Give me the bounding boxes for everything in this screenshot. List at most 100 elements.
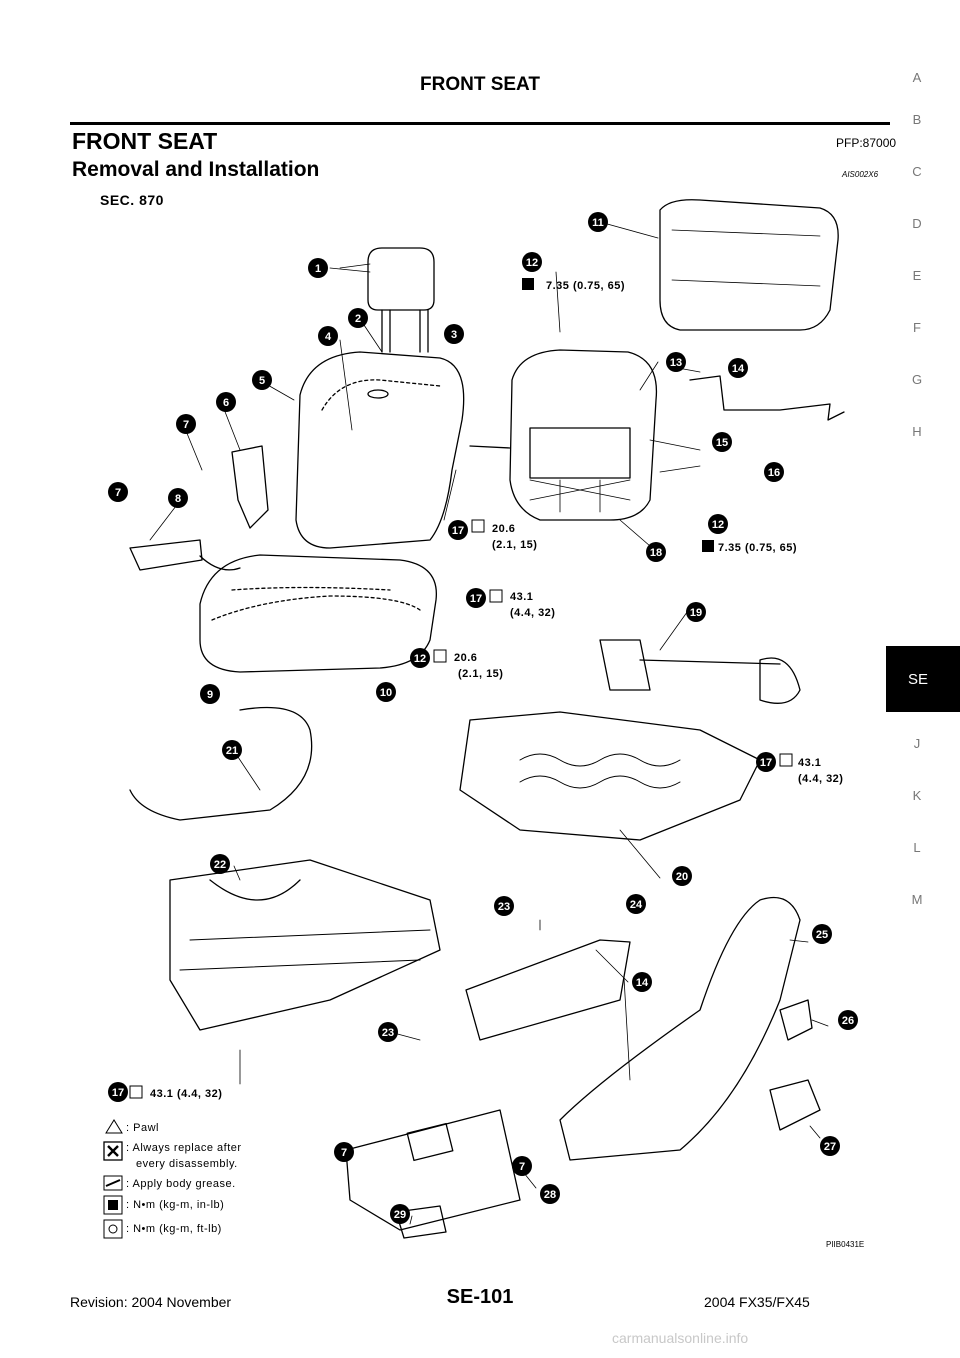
callout-19: 19 (686, 602, 706, 622)
callout-12: 12 (522, 252, 542, 272)
lower-rail-drawing (169, 859, 441, 1031)
index-letter-m[interactable]: M (911, 892, 923, 907)
index-letter-f[interactable]: F (913, 320, 921, 335)
legend-text-5: : N•m (kg-m, ft-lb) (126, 1223, 222, 1235)
replace-icon (103, 1141, 123, 1161)
model-text: 2004 FX35/FX45 (704, 1294, 810, 1310)
index-letter-k[interactable]: K (912, 788, 922, 803)
svg-text:17: 17 (452, 525, 464, 537)
callout-27: 27 (820, 1136, 840, 1156)
svg-text:4: 4 (325, 331, 332, 343)
callout-17: 17 (756, 752, 776, 772)
callout-13: 13 (666, 352, 686, 372)
svg-text:12: 12 (526, 257, 538, 269)
callout-16: 16 (764, 462, 784, 482)
section-index: A B C D E F G H SE J K L M (886, 70, 960, 970)
callout-20: 20 (672, 866, 692, 886)
svg-text:28: 28 (544, 1189, 556, 1201)
callout-12: 12 (410, 648, 430, 668)
index-letter-l[interactable]: L (913, 840, 921, 855)
back-board-drawing (659, 199, 839, 331)
lumbar-support-drawing (689, 375, 845, 421)
callout-25: 25 (812, 924, 832, 944)
index-letter-g[interactable]: G (911, 372, 923, 387)
index-letter-b[interactable]: B (912, 112, 922, 127)
svg-text:7: 7 (183, 419, 189, 431)
svg-text:12: 12 (712, 519, 724, 531)
torque-label-4a: 43.1 (510, 591, 533, 603)
torque-ftlb-icon (103, 1219, 123, 1239)
legend-text-2b: every disassembly. (136, 1158, 238, 1170)
figure-code: PIIB0431E (826, 1240, 865, 1249)
watermark-text: carmanualsonline.info (612, 1330, 749, 1346)
callout-2: 2 (348, 308, 368, 328)
svg-text:27: 27 (824, 1141, 836, 1153)
callout-17: 17 (466, 588, 486, 608)
callout-6: 6 (216, 392, 236, 412)
svg-text:3: 3 (451, 329, 457, 341)
cover-drawing (345, 1109, 521, 1231)
svg-text:24: 24 (630, 899, 643, 911)
header-divider (70, 122, 890, 125)
callout-7: 7 (334, 1142, 354, 1162)
svg-text:21: 21 (226, 745, 238, 757)
torque-label-7: 43.1 (4.4, 32) (150, 1088, 222, 1100)
svg-text:19: 19 (690, 607, 702, 619)
callout-23: 23 (494, 896, 514, 916)
svg-text:16: 16 (768, 467, 780, 479)
torque-label-6b: (4.4, 32) (798, 773, 843, 785)
callout-11: 11 (588, 212, 608, 232)
svg-text:14: 14 (732, 363, 745, 375)
svg-text:22: 22 (214, 859, 226, 871)
callout-28: 28 (540, 1184, 560, 1204)
legend: : Pawl : Always replace after every disa… (103, 1119, 241, 1239)
section-title: FRONT SEAT (72, 128, 218, 154)
bracket-drawing (231, 445, 269, 529)
callout-29: 29 (390, 1204, 410, 1224)
outer-finisher-drawing (559, 896, 801, 1161)
torque-labels: 7.35 (0.75, 65) 7.35 (0.75, 65) 20.6 (2.… (129, 278, 843, 1100)
callout-18: 18 (646, 542, 666, 562)
index-letter-c[interactable]: C (912, 164, 922, 179)
svg-text:17: 17 (760, 757, 772, 769)
legend-text-3: : Apply body grease. (126, 1178, 236, 1190)
callout-17: 17 (108, 1082, 128, 1102)
torque-label-1: 7.35 (0.75, 65) (546, 280, 625, 292)
index-letter-h[interactable]: H (912, 424, 922, 439)
revision-text: Revision: 2004 November (70, 1294, 232, 1310)
index-letter-j[interactable]: J (913, 736, 921, 751)
callout-1: 1 (308, 258, 328, 278)
pawl-icon (105, 1119, 123, 1134)
svg-text:29: 29 (394, 1209, 406, 1221)
index-letter-e[interactable]: E (912, 268, 922, 283)
torque-inlb-icon (103, 1195, 123, 1215)
index-letter-a[interactable]: A (912, 70, 922, 85)
callout-8: 8 (168, 488, 188, 508)
svg-text:20: 20 (676, 871, 688, 883)
inner-finisher-drawing (465, 939, 631, 1041)
torque-ftlb-icon (779, 753, 793, 767)
callout-9: 9 (200, 684, 220, 704)
seat-cushion-drawing (199, 554, 437, 673)
svg-text:14: 14 (636, 977, 649, 989)
torque-label-5b: (2.1, 15) (458, 668, 503, 680)
callout-5: 5 (252, 370, 272, 390)
svg-text:25: 25 (816, 929, 828, 941)
page-number: SE-101 (446, 1286, 514, 1308)
svg-text:17: 17 (470, 593, 482, 605)
svg-text:1: 1 (315, 263, 321, 275)
callout-12: 12 (708, 514, 728, 534)
svg-text:13: 13 (670, 357, 682, 369)
torque-inlb-icon (522, 278, 534, 290)
svg-text:2: 2 (355, 313, 361, 325)
torque-label-2: 7.35 (0.75, 65) (718, 542, 797, 554)
index-tab-se-active[interactable]: SE (886, 646, 960, 712)
callout-10: 10 (376, 682, 396, 702)
seat-switch-drawing (129, 539, 203, 571)
front-seat-exploded-diagram: 1 2 3 4 5 6 7 7 7 7 8 9 10 11 12 12 12 1… (103, 199, 858, 1239)
torque-inlb-icon (702, 540, 714, 552)
svg-text:15: 15 (716, 437, 728, 449)
torque-ftlb-icon (489, 589, 503, 603)
index-letter-d[interactable]: D (912, 216, 922, 231)
svg-text:18: 18 (650, 547, 662, 559)
